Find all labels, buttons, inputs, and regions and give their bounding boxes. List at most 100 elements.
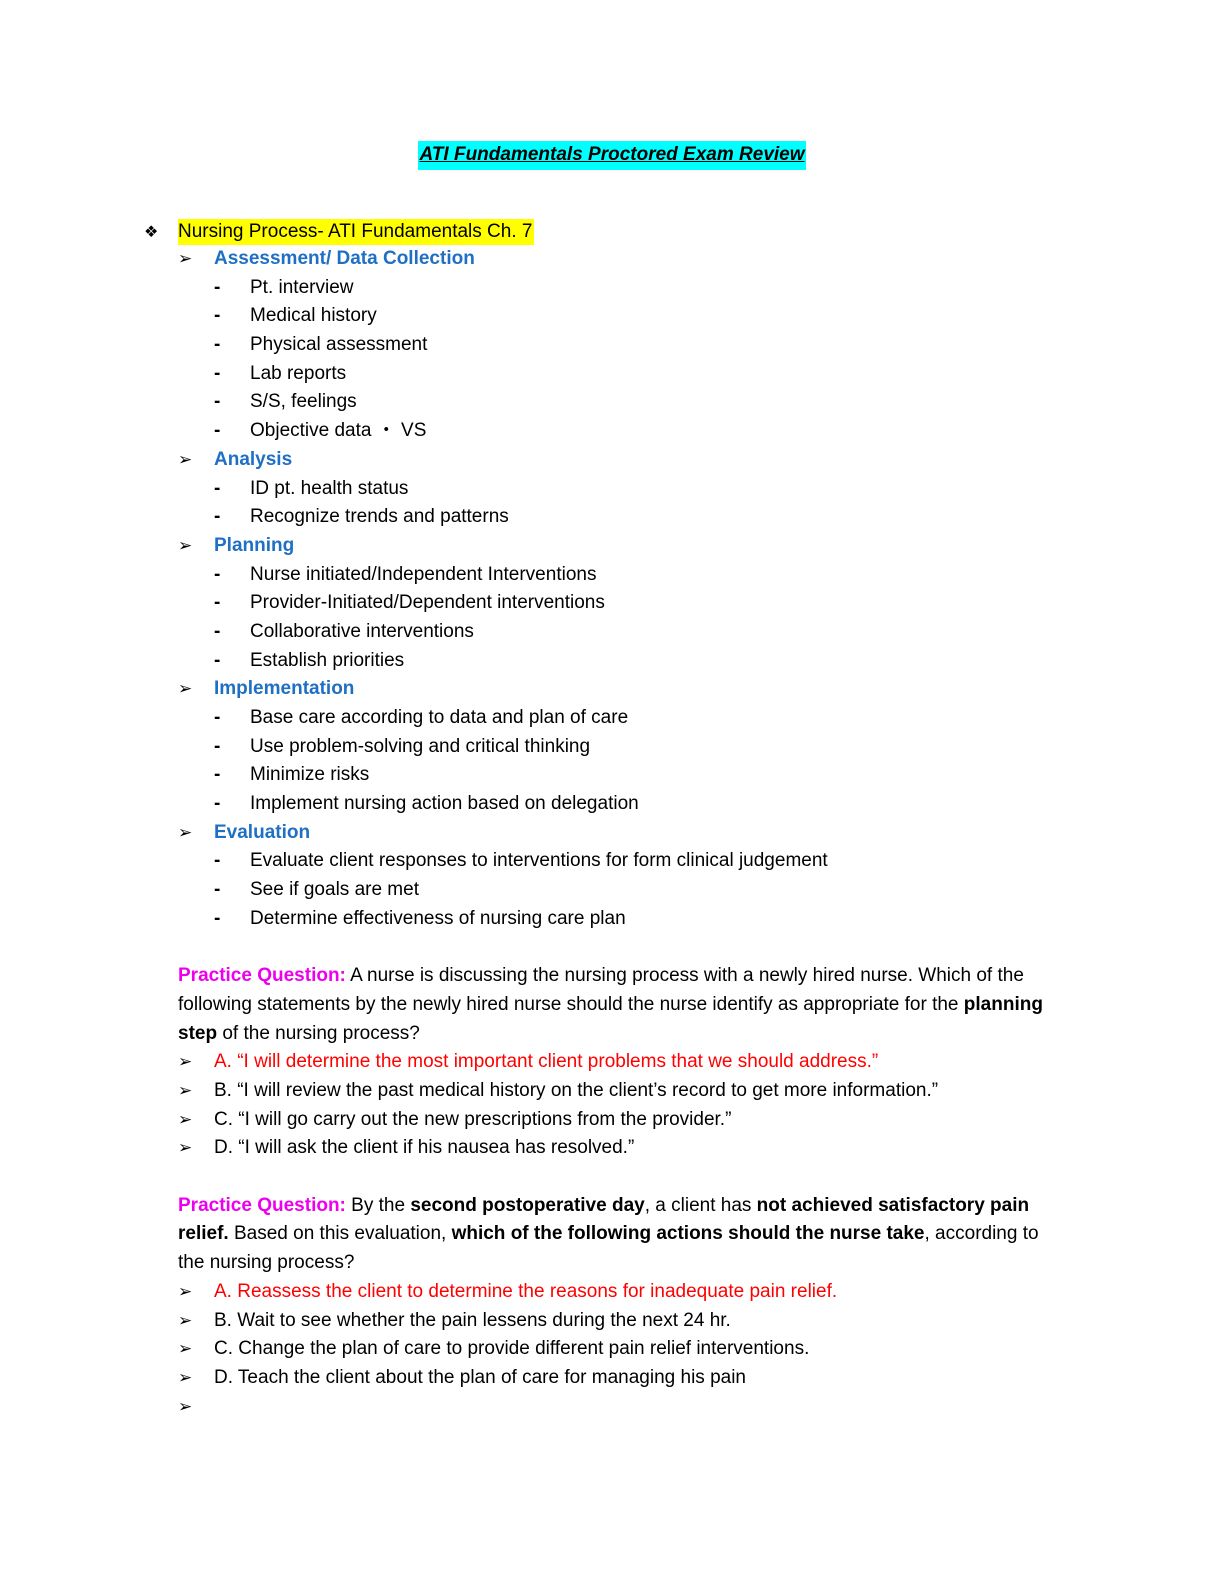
answer-option-correct: ➢A. “I will determine the most important…	[178, 1048, 1078, 1077]
phase-heading-row: ➢ Assessment/ Data Collection	[178, 245, 1078, 274]
list-item-text: Base care according to data and plan of …	[250, 707, 629, 728]
section-header: ❖Nursing Process- ATI Fundamentals Ch. 7	[144, 218, 535, 245]
phase-heading: Analysis	[214, 448, 293, 470]
dash-bullet-icon: -	[214, 879, 221, 901]
empty-bullet-row: ➢	[178, 1393, 1078, 1422]
dash-bullet-icon: -	[214, 793, 221, 815]
answer-option: ➢ D. “I will ask the client if his nausea…	[178, 1134, 1078, 1163]
practice-question-label: Practice Question:	[178, 965, 346, 987]
list-item: -Use problem-solving and critical thinki…	[178, 733, 1078, 762]
answer-option: ➢ D. Teach the client about the plan of c…	[178, 1364, 1078, 1393]
answer-option-correct: ➢ A. Reassess the client to determine the…	[178, 1278, 1078, 1307]
list-item-text: Provider-Initiated/Dependent interventio…	[250, 592, 605, 614]
answer-option-text: D. “I will ask the client if his nausea …	[214, 1137, 635, 1159]
question-emphasis: planning step	[178, 993, 1043, 1044]
list-item-text: Establish priorities	[250, 649, 405, 671]
arrow-bullet-icon: ➢	[178, 1310, 193, 1331]
list-item: -Pt. interview	[178, 274, 1078, 303]
dash-bullet-icon: -	[214, 850, 221, 872]
list-item: - Implement nursing action based on deleg…	[178, 790, 1078, 819]
arrow-bullet-icon: ➢	[178, 249, 193, 269]
question-emphasis: not achieved satisfactory pain relief.	[178, 1194, 1030, 1245]
list-item: - Determine effectiveness of nursing care…	[178, 905, 1078, 934]
dash-bullet-icon: -	[214, 362, 221, 384]
list-item-text: Nurse initiated/Independent Intervention…	[250, 563, 597, 585]
answer-option: ➢ B. “I will review the past medical hist…	[178, 1077, 1078, 1106]
list-item-text: Determine effectiveness of nursing care …	[250, 907, 626, 929]
arrow-bullet-icon: ➢	[178, 1138, 193, 1159]
list-item-text: Objective data ・ VS	[250, 420, 427, 442]
phase-heading-row: ➢ Planning	[178, 532, 1078, 561]
list-item: -Provider-Initiated/Dependent interventi…	[178, 589, 1078, 618]
list-item-text: Implement nursing action based on delega…	[250, 793, 639, 815]
list-item: - Physical assessment	[178, 331, 1078, 360]
dash-bullet-icon: -	[214, 649, 221, 671]
list-item-text: Lab reports	[250, 362, 347, 384]
dash-bullet-icon: -	[214, 563, 221, 585]
question-text: By the	[345, 1194, 411, 1216]
phase-heading: Planning	[214, 534, 295, 556]
list-item: - Medical history	[178, 302, 1078, 331]
question-text: , according to the nursing process?	[178, 1223, 1039, 1274]
dash-bullet-icon: -	[214, 764, 221, 786]
phase-heading-row: ➢ Implementation	[178, 675, 1078, 704]
dash-bullet-icon: -	[214, 907, 221, 929]
dash-bullet-icon: -	[214, 305, 221, 327]
list-item-text: Evaluate client responses to interventio…	[250, 850, 828, 872]
answer-option-text: C. Change the plan of care to provide di…	[214, 1338, 810, 1360]
list-item-text: S/S, feelings	[250, 391, 357, 413]
arrow-bullet-icon: ➢	[178, 535, 193, 556]
question-emphasis: which of the following actions should th…	[451, 1223, 925, 1245]
answer-option-text: B. Wait to see whether the pain lessens …	[214, 1309, 731, 1331]
dash-bullet-icon: -	[214, 707, 221, 728]
answer-option: ➢ C. “I will go carry out the new prescri…	[178, 1106, 1078, 1135]
arrow-bullet-icon: ➢	[178, 449, 193, 470]
outline-list: ➢Assessment/ Data Collection -Pt. interv…	[178, 245, 1078, 1421]
answer-option: ➢C. Change the plan of care to provide d…	[178, 1335, 1078, 1364]
phase-heading: Implementation	[214, 678, 355, 700]
answer-option-text: A. Reassess the client to determine the …	[214, 1280, 838, 1302]
arrow-bullet-icon: ➢	[178, 1109, 193, 1130]
list-item: - ID pt. health status	[178, 475, 1078, 504]
dash-bullet-icon: -	[214, 391, 221, 413]
question-text: of the nursing process?	[217, 1022, 420, 1044]
list-item: - Objective data ・ VS	[178, 417, 1078, 446]
document-title: ATI Fundamentals Proctored Exam Review	[418, 141, 806, 170]
practice-question-label: Practice Question:	[178, 1194, 346, 1216]
dash-bullet-icon: -	[214, 334, 221, 356]
spacer	[178, 1163, 1078, 1192]
list-item: - See if goals are met	[178, 876, 1078, 905]
list-item: -Minimize risks	[178, 761, 1078, 790]
arrow-bullet-icon: ➢	[178, 1396, 193, 1417]
list-item-text: See if goals are met	[250, 879, 419, 901]
list-item: - Nurse initiated/Independent Interventio…	[178, 561, 1078, 590]
list-item-text: Collaborative interventions	[250, 620, 474, 642]
arrow-bullet-icon: ➢	[178, 1367, 193, 1388]
practice-question: Practice Question: By the second postope…	[178, 1192, 1058, 1278]
practice-question: Practice Question: A nurse is discussing…	[178, 962, 1058, 1048]
dash-bullet-icon: -	[214, 477, 221, 499]
question-emphasis: second postoperative day	[410, 1194, 645, 1216]
arrow-bullet-icon: ➢	[178, 822, 193, 843]
list-item-text: ID pt. health status	[250, 477, 409, 499]
answer-option-text: B. “I will review the past medical histo…	[214, 1079, 939, 1101]
dash-bullet-icon: -	[214, 620, 221, 642]
list-item-text: Pt. interview	[250, 276, 354, 298]
list-item: - Lab reports	[178, 360, 1078, 389]
dash-bullet-icon: -	[214, 420, 221, 442]
answer-option: ➢ B. Wait to see whether the pain lessens…	[178, 1307, 1078, 1336]
list-item-text: Physical assessment	[250, 334, 428, 356]
arrow-bullet-icon: ➢	[178, 1080, 193, 1101]
phase-heading-row: ➢Evaluation	[178, 819, 1078, 848]
arrow-bullet-icon: ➢	[178, 679, 193, 700]
answer-option-text: C. “I will go carry out the new prescrip…	[214, 1108, 732, 1130]
arrow-bullet-icon: ➢	[178, 1281, 193, 1302]
list-item: - Collaborative interventions	[178, 618, 1078, 647]
list-item: - Establish priorities	[178, 647, 1078, 676]
list-item-text: Medical history	[250, 305, 377, 327]
question-text: Based on this evaluation,	[228, 1223, 452, 1245]
answer-option-text: D. Teach the client about the plan of ca…	[214, 1366, 746, 1388]
phase-heading: Assessment/ Data Collection	[214, 248, 475, 269]
title-container: ATI Fundamentals Proctored Exam Review	[0, 141, 1224, 170]
list-item: - S/S, feelings	[178, 388, 1078, 417]
